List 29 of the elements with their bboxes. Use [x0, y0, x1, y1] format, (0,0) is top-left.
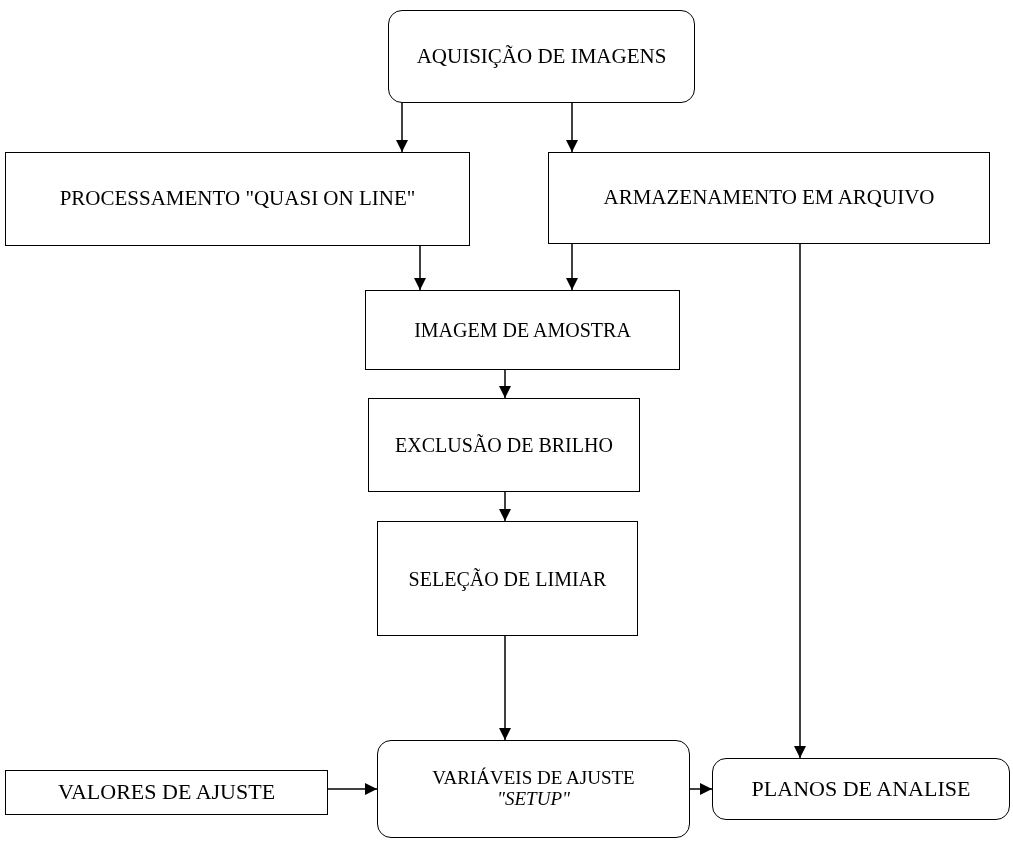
node-text: SELEÇÃO DE LIMIAR: [408, 567, 607, 590]
rounded-process-box: [712, 758, 1010, 820]
arrow: [499, 635, 511, 741]
node-text: PROCESSAMENTO "QUASI ON LINE": [59, 187, 416, 211]
arrow: [794, 243, 806, 759]
arrow: [499, 369, 511, 399]
node-text: VARIÁVEIS DE AJUSTE: [432, 768, 635, 789]
arrow: [396, 102, 408, 153]
process-box: [5, 770, 328, 815]
node-text: PLANOS DE ANALISE: [751, 776, 971, 802]
arrow: [566, 243, 578, 291]
arrow: [566, 102, 578, 153]
arrow: [327, 783, 378, 795]
node-text: "SETUP": [497, 789, 570, 810]
node-text: IMAGEM DE AMOSTRA: [414, 319, 631, 341]
node-text: VALORES DE AJUSTE: [57, 780, 276, 805]
node-text: EXCLUSÃO DE BRILHO: [395, 434, 613, 456]
process-box: [368, 398, 640, 492]
process-box: [365, 290, 680, 370]
arrow: [689, 783, 713, 795]
rounded-process-box: [388, 10, 695, 103]
process-box: [5, 152, 470, 246]
rounded-process-box: [377, 740, 690, 838]
arrow: [414, 245, 426, 291]
arrow: [499, 491, 511, 522]
node-text: AQUISIÇÃO DE IMAGENS: [416, 44, 667, 69]
process-box: [548, 152, 990, 244]
process-box: [377, 521, 638, 636]
node-text: ARMAZENAMENTO EM ARQUIVO: [603, 186, 935, 210]
